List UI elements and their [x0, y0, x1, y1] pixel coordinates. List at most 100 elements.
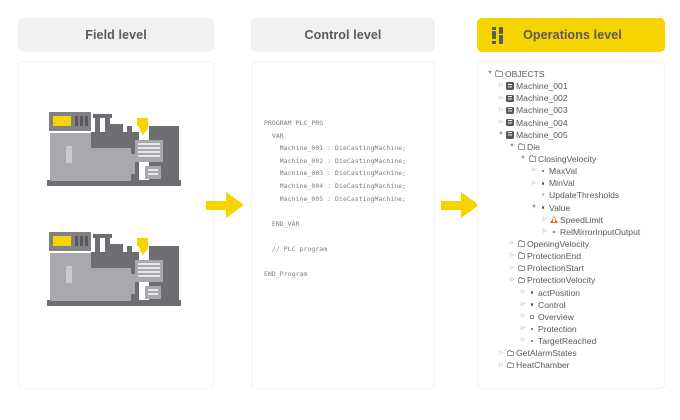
chevron-right-icon[interactable]: ▷	[509, 240, 515, 247]
chevron-right-icon[interactable]: ▷	[509, 264, 515, 271]
chevron-right-icon[interactable]: ▷	[531, 179, 537, 186]
tree-item-actposition[interactable]: ▷actPosition	[486, 287, 662, 299]
machine-panel-bar-2	[80, 236, 83, 246]
chevron-right-icon[interactable]: ▷	[509, 252, 515, 259]
panel-operations-level-body: ▼OBJECTS▷Machine_001▷Machine_002▷Machine…	[477, 61, 665, 389]
machine-vent-line-1	[148, 289, 158, 291]
tree-item-machine_001[interactable]: ▷Machine_001	[486, 80, 662, 92]
tree-item-heatchamber[interactable]: ▷ HeatChamber	[486, 359, 662, 371]
tree-item-getalarmstates[interactable]: ▷GetAlarmStates	[486, 347, 662, 359]
tree-item-openingvelocity[interactable]: ▷ OpeningVelocity	[486, 238, 662, 250]
dot-icon	[527, 324, 537, 335]
machine-icon	[505, 105, 515, 116]
tree-item-value[interactable]: ▼Value	[486, 202, 662, 214]
machine-grille-line-4	[138, 275, 160, 277]
chevron-right-icon[interactable]: ▷	[520, 325, 526, 332]
machine-stack-left	[95, 238, 100, 252]
chevron-right-icon[interactable]: ▷	[520, 337, 526, 344]
machine-pour-spout	[137, 118, 148, 135]
die-casting-machine-1	[45, 110, 185, 188]
tree-item-label: HeatChamber	[516, 360, 570, 371]
chevron-right-icon[interactable]: ▷	[531, 167, 537, 174]
machine-stack-top	[93, 114, 112, 118]
machine-body-notch	[109, 244, 123, 253]
tree-item-die[interactable]: ▼ Die	[486, 141, 662, 153]
machine-vent-line-2	[148, 293, 158, 295]
tree-item-label: Machine_002	[516, 93, 568, 104]
tree-item-control[interactable]: ▷Control	[486, 299, 662, 311]
tree-item-machine_002[interactable]: ▷ Machine_002	[486, 92, 662, 104]
chevron-down-icon[interactable]: ▼	[531, 203, 537, 210]
machine-grille-line-4	[138, 155, 160, 157]
tree-item-protectionstart[interactable]: ▷ ProtectionStart	[486, 262, 662, 274]
chevron-right-icon[interactable]: ▷	[498, 94, 504, 101]
tree-item-label: ProtectionEnd	[527, 251, 581, 262]
tree-item-machine_004[interactable]: ▷Machine_004	[486, 117, 662, 129]
chevron-right-icon[interactable]: ▷	[542, 216, 548, 222]
chevron-right-icon[interactable]: ▷	[520, 288, 526, 295]
chevron-down-icon[interactable]: ▼	[498, 131, 504, 138]
chevron-right-icon[interactable]: ▷	[542, 228, 548, 235]
tree-item-machine_003[interactable]: ▷ Machine_003	[486, 104, 662, 116]
arrow-head	[461, 192, 479, 218]
panel-operations-level-title: Operations level	[523, 28, 622, 42]
folder-sm-icon	[516, 251, 526, 262]
die-casting-machine-2	[45, 230, 185, 308]
tree-item-label: SpeedLimit	[560, 214, 603, 225]
machine-grille-line-1	[138, 263, 160, 265]
chevron-right-icon[interactable]: ▷	[498, 106, 504, 113]
chevron-down-icon[interactable]: ▼	[487, 70, 493, 77]
tree-item-targetreached[interactable]: ▷ TargetReached	[486, 335, 662, 347]
machine-vent-line-2	[148, 173, 158, 175]
tree-item-closingvelocity[interactable]: ▼ClosingVelocity	[486, 153, 662, 165]
tree-item-label: OpeningVelocity	[527, 238, 590, 249]
tree-item-machine_005[interactable]: ▼Machine_005	[486, 129, 662, 141]
chevron-down-icon[interactable]: ▼	[509, 143, 515, 150]
tree-item-label: Machine_003	[516, 105, 568, 116]
machine-icon	[505, 81, 515, 92]
tree-item-minval[interactable]: ▷MinVal	[486, 177, 662, 189]
tree-item-label: Die	[527, 141, 540, 152]
tree-item-label: Protection	[538, 323, 577, 334]
chevron-down-icon[interactable]: ▼	[520, 155, 526, 162]
tree-item-label: ProtectionVelocity	[527, 275, 596, 286]
machine-panel-bar-1	[75, 116, 78, 126]
dot-icon	[527, 299, 537, 310]
chevron-right-icon[interactable]: ▷	[498, 82, 504, 89]
folder-sm-icon	[505, 348, 515, 359]
tree-item-label: TargetReached	[538, 336, 597, 347]
panel-control-level-body: PROGRAM PLC_PRG VAR Machine_001 : DieCas…	[251, 61, 435, 389]
machine-cabinet-handle	[66, 146, 72, 163]
tree-item-relmirrorinputoutput[interactable]: ▷RelMirrorInputOutput	[486, 226, 662, 238]
tree-item-label: MaxVal	[549, 166, 578, 177]
chevron-right-icon[interactable]: ▷	[520, 300, 526, 307]
tree-item-maxval[interactable]: ▷ MaxVal	[486, 165, 662, 177]
chevron-right-icon[interactable]: ▷	[498, 361, 504, 368]
tree-item-protectionvelocity[interactable]: ▷ ProtectionVelocity	[486, 274, 662, 286]
chevron-right-icon[interactable]: ▷	[498, 118, 504, 125]
tree-item-objects[interactable]: ▼OBJECTS	[486, 68, 662, 80]
machine-body-notch	[109, 124, 123, 133]
machine-icon	[505, 117, 515, 128]
machine-front-step	[121, 274, 135, 294]
machine-body-post	[127, 246, 132, 253]
panel-operations-level: Operations level ▼OBJECTS▷Machine_001▷Ma…	[477, 18, 665, 389]
chevron-right-icon[interactable]: ▷	[498, 349, 504, 356]
arrow-control-to-operations	[441, 192, 479, 218]
chevron-right-icon[interactable]: ▷	[520, 313, 526, 320]
arrow-field-to-control	[206, 192, 244, 218]
panel-field-level-title: Field level	[85, 28, 147, 42]
tree-item-overview[interactable]: ▷Overview	[486, 311, 662, 323]
panel-operations-level-header: Operations level	[477, 18, 665, 52]
tree-item-protectionend[interactable]: ▷ ProtectionEnd	[486, 250, 662, 262]
machine-panel-bar-3	[85, 116, 88, 126]
plc-source-code: PROGRAM PLC_PRG VAR Machine_001 : DieCas…	[264, 119, 407, 279]
tree-item-label: ProtectionStart	[527, 263, 584, 274]
machine-cabinet-handle	[66, 266, 72, 283]
machine-grille-line-3	[138, 271, 160, 273]
tree-item-speedlimit[interactable]: ▷ SpeedLimit	[486, 214, 662, 226]
object-tree[interactable]: ▼OBJECTS▷Machine_001▷Machine_002▷Machine…	[486, 68, 662, 372]
tree-item-protection[interactable]: ▷ Protection	[486, 323, 662, 335]
chevron-right-icon[interactable]: ▷	[509, 276, 515, 283]
